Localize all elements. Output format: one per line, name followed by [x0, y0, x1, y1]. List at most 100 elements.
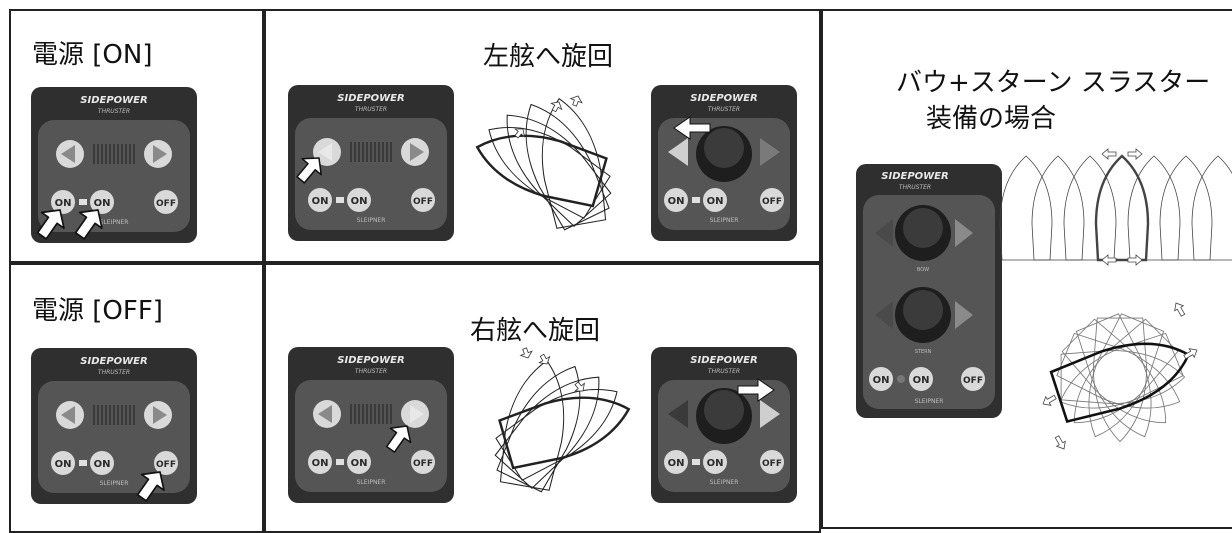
boat-rotation-starboard-diagram [494, 347, 631, 493]
panel-brand-text: SIDEPOWER [881, 171, 948, 182]
off-button [154, 451, 178, 475]
on-button-2 [90, 190, 114, 214]
turn-port-title: 左舷へ旋回 [483, 42, 614, 72]
on-button-2 [703, 188, 727, 212]
boat-outline-icon [541, 97, 607, 229]
joystick-knob [704, 390, 744, 430]
on-button-1 [664, 188, 688, 212]
lower-left-direction-icon [875, 301, 893, 329]
left-push-arrow-icon [673, 116, 711, 140]
boat-outline-icon [498, 396, 631, 470]
right-triangle-icon [153, 406, 167, 424]
small-direction-arrow-icon [550, 101, 563, 113]
lower-right-direction-icon [955, 301, 973, 329]
on-button-1 [51, 190, 75, 214]
pointer-arrow-icon [74, 209, 103, 240]
off-button [411, 188, 435, 212]
small-direction-arrow-icon [569, 95, 583, 107]
right-triangle-icon [410, 405, 424, 423]
on-button-1 [664, 450, 688, 474]
on-button-1 [308, 188, 332, 212]
link-indicator [692, 197, 700, 203]
power-on-title: 電源 [ON] [32, 40, 153, 70]
on-button-1-label: ON [312, 196, 329, 207]
spin-arrow-icon [1183, 348, 1198, 360]
on-button-2-label: ON [94, 459, 111, 470]
off-button-label: OFF [156, 199, 176, 209]
off-button [760, 188, 784, 212]
panel-face [295, 118, 447, 230]
on-button-2-label: ON [94, 198, 111, 209]
on-button-2 [90, 451, 114, 475]
boat-outline-icon [1056, 332, 1181, 409]
small-direction-arrow-icon [519, 347, 533, 359]
panel-brand-text: SIDEPOWER [690, 355, 757, 366]
on-button-1 [308, 450, 332, 474]
off-button-label: OFF [963, 376, 983, 386]
boat-outline-icon [1159, 155, 1213, 261]
off-button [154, 190, 178, 214]
panel-footer-text: SLEIPNER [915, 398, 944, 405]
on-button-2-label: ON [351, 458, 368, 469]
boat-outline-icon [496, 365, 581, 493]
small-direction-arrow-icon [574, 381, 585, 392]
left-direction-icon [668, 400, 688, 428]
left-triangle-icon [318, 405, 332, 423]
panel-sub-text: THRUSTER [98, 108, 130, 115]
panel-sub-text: THRUSTER [708, 106, 740, 113]
boat-rotation-port-diagram [475, 95, 612, 231]
small-direction-arrow-icon [514, 128, 525, 139]
boat-outline-icon [1061, 318, 1167, 424]
boat-outline-icon [1059, 332, 1184, 409]
link-indicator [336, 459, 344, 465]
boat-outline-icon [506, 114, 612, 228]
left-triangle-icon [61, 145, 75, 163]
panel-sub-text: THRUSTER [899, 184, 931, 191]
on-button-2-label: ON [707, 458, 724, 469]
on-button-1-label: ON [668, 458, 685, 469]
panel-footer-text: SLEIPNER [100, 480, 129, 487]
side-arrow-icon [1127, 148, 1143, 160]
off-button-label: OFF [413, 459, 433, 469]
boat-spin-rotation-diagram [1042, 302, 1198, 450]
grille [350, 404, 392, 424]
on-button-1 [869, 367, 893, 391]
right-triangle-icon [153, 145, 167, 163]
off-button-label: OFF [156, 460, 176, 470]
on-button-1-label: ON [873, 375, 890, 386]
on-button-2-label: ON [351, 196, 368, 207]
off-button-label: OFF [762, 197, 782, 207]
panel-sub-text: THRUSTER [355, 368, 387, 375]
boat-outline-icon [475, 134, 608, 208]
grille [93, 144, 135, 164]
right-triangle-icon [410, 143, 424, 161]
upper-left-direction-icon [875, 219, 893, 247]
pointer-arrow-icon [36, 209, 65, 240]
panel-brand-text: SIDEPOWER [337, 93, 404, 104]
off-button [961, 367, 985, 391]
right-direction-icon [760, 138, 780, 166]
off-button-label: OFF [762, 459, 782, 469]
right-push-arrow-icon [737, 378, 775, 402]
boat-outline-icon [1073, 318, 1179, 424]
on-button-2-label: ON [707, 196, 724, 207]
link-indicator [79, 199, 87, 205]
boat-outline-icon [499, 359, 565, 491]
lower-joystick-knob [903, 290, 943, 330]
on-button-2 [347, 450, 371, 474]
panel-footer-text: SLEIPNER [357, 217, 386, 224]
off-button-label: OFF [413, 197, 433, 207]
panel-footer-text: SLEIPNER [100, 219, 129, 226]
link-indicator [692, 459, 700, 465]
upper-joystick-label: BOW [917, 267, 929, 273]
power-off-title: 電源 [OFF] [32, 296, 163, 326]
link-indicator [336, 197, 344, 203]
off-button [411, 450, 435, 474]
upper-joystick-knob [903, 208, 943, 248]
left-triangle-icon [61, 406, 75, 424]
joystick-knob [704, 128, 744, 168]
boat-outline-icon [1191, 155, 1232, 261]
panel-sub-text: THRUSTER [708, 368, 740, 375]
